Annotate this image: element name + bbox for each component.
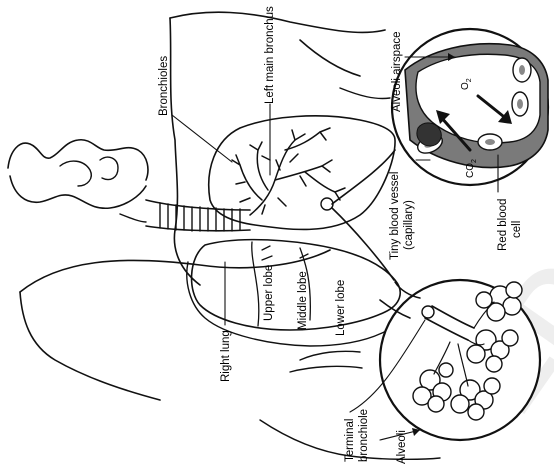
left-lung (209, 116, 395, 230)
label-lower-lobe: Lower lobe (335, 280, 347, 336)
label-tiny-blood-vessel: Tiny blood vessel (389, 172, 401, 260)
label-bronchioles: Bronchioles (158, 56, 170, 116)
label-upper-lobe: Upper lobe (263, 265, 275, 321)
alveolus-capillary-inset (392, 29, 548, 185)
label-alveoli: Alveoli (396, 430, 408, 464)
label-terminal: Terminal (344, 419, 356, 462)
o2-subscript: 2 (466, 78, 473, 82)
co2-text: CO (465, 163, 476, 178)
label-left-main-bronchus: Left main bronchus (264, 6, 276, 104)
label-cell: cell (511, 221, 523, 238)
label-right-lung: Right lung (220, 330, 232, 382)
label-red-blood: Red blood (497, 199, 509, 251)
head-profile (8, 140, 250, 231)
label-middle-lobe: Middle lobe (297, 271, 309, 330)
label-alveoli-airspace: Alveoli airspace (391, 31, 403, 112)
label-bronchiole: bronchiole (358, 409, 370, 462)
co2-subscript: 2 (471, 159, 478, 163)
body-outline (20, 12, 440, 459)
label-capillary: (capillary) (403, 200, 415, 250)
right-lung (187, 240, 400, 346)
alveoli-cluster-inset (380, 280, 540, 440)
